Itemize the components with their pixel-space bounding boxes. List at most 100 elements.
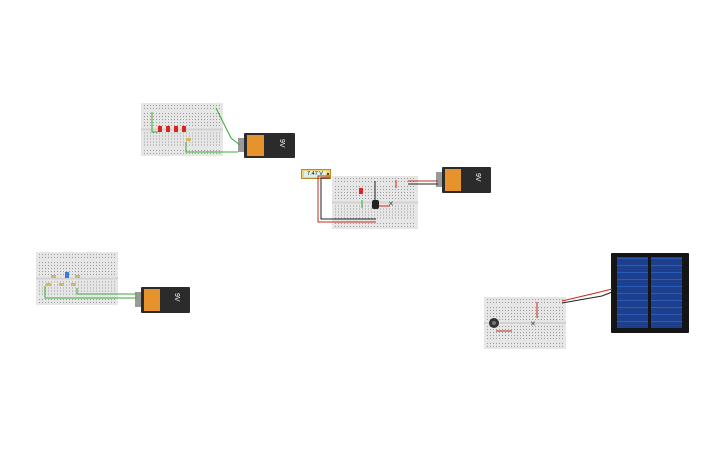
breadboard-hole <box>386 178 387 179</box>
breadboard-hole <box>93 265 94 266</box>
breadboard-hole <box>338 189 339 190</box>
breadboard-hole <box>192 141 193 143</box>
breadboard-hole <box>165 116 166 117</box>
breadboard-hole <box>54 281 55 283</box>
breadboard-hole <box>51 254 52 255</box>
breadboard-hole <box>195 144 196 146</box>
breadboard-hole <box>66 293 67 295</box>
breadboard-hole <box>389 186 390 187</box>
breadboard-hole <box>562 338 563 339</box>
breadboard-hole <box>168 113 169 114</box>
breadboard-hole <box>39 281 40 283</box>
breadboard-hole <box>344 198 345 199</box>
breadboard-hole <box>54 268 55 269</box>
breadboard-hole <box>535 329 536 330</box>
breadboard-hole <box>66 281 67 283</box>
breadboard-hole <box>341 217 342 219</box>
breadboard-hole <box>171 144 172 146</box>
breadboard-hole <box>490 329 491 330</box>
breadboard-hole <box>520 310 521 311</box>
solar-panel[interactable] <box>611 253 689 333</box>
breadboard-hole <box>144 108 145 109</box>
breadboard-hole <box>538 302 539 303</box>
breadboard-hole <box>341 192 342 193</box>
breadboard-hole <box>529 332 530 333</box>
breadboard-hole <box>189 153 190 154</box>
breadboard-hole <box>90 262 91 263</box>
breadboard-hole <box>350 211 351 213</box>
breadboard-hole <box>180 105 181 106</box>
breadboard-hole <box>511 307 512 308</box>
breadboard-hole <box>93 290 94 292</box>
breadboard-hole <box>60 271 61 272</box>
breadboard-hole <box>487 343 488 344</box>
breadboard-hole <box>111 287 112 289</box>
breadboard-hole <box>499 316 500 317</box>
breadboard-hole <box>517 310 518 311</box>
breadboard-hole <box>165 108 166 109</box>
breadboard-hole <box>389 181 390 182</box>
multimeter[interactable]: 7.47 V <box>301 169 331 179</box>
breadboard-hole <box>541 302 542 303</box>
breadboard-transistor-circuit[interactable] <box>332 176 418 229</box>
breadboard-hole <box>529 310 530 311</box>
breadboard-hole <box>72 271 73 272</box>
breadboard-hole <box>96 284 97 286</box>
breadboard-hole <box>493 326 494 327</box>
breadboard-hole <box>207 119 208 120</box>
breadboard-hole <box>204 138 205 140</box>
battery-9v-1[interactable]: 9V <box>238 133 295 158</box>
breadboard-hole <box>362 181 363 182</box>
breadboard-hole <box>156 125 157 126</box>
breadboard-hole <box>362 195 363 196</box>
breadboard-hole <box>108 254 109 255</box>
breadboard-multi-led-circuit[interactable] <box>36 252 118 305</box>
breadboard-hole <box>78 257 79 258</box>
breadboard-hole <box>51 287 52 289</box>
breadboard-hole <box>389 208 390 210</box>
breadboard-hole <box>368 205 369 207</box>
battery-9v-2[interactable]: 9V <box>436 167 491 193</box>
breadboard-hole <box>514 326 515 327</box>
breadboard-hole <box>210 119 211 120</box>
breadboard-led-circuit[interactable] <box>141 103 223 156</box>
breadboard-hole <box>210 144 211 146</box>
breadboard-hole <box>559 307 560 308</box>
breadboard-hole <box>517 332 518 333</box>
breadboard-hole <box>144 125 145 126</box>
breadboard-hole <box>153 116 154 117</box>
breadboard-hole <box>150 116 151 117</box>
breadboard-hole <box>111 290 112 292</box>
breadboard-hole <box>341 181 342 182</box>
breadboard-hole <box>487 346 488 347</box>
breadboard-hole <box>410 205 411 207</box>
breadboard-hole <box>195 132 196 134</box>
breadboard-hole <box>144 113 145 114</box>
breadboard-hole <box>523 338 524 339</box>
breadboard-solar-circuit[interactable] <box>484 297 566 349</box>
breadboard-hole <box>204 113 205 114</box>
breadboard-hole <box>359 198 360 199</box>
breadboard-hole <box>204 122 205 123</box>
breadboard-hole <box>523 302 524 303</box>
breadboard-hole <box>111 262 112 263</box>
breadboard-hole <box>413 214 414 216</box>
breadboard-hole <box>45 302 46 303</box>
breadboard-hole <box>195 116 196 117</box>
battery-9v-3[interactable]: 9V <box>135 287 190 313</box>
breadboard-hole <box>496 316 497 317</box>
breadboard-hole <box>192 108 193 109</box>
breadboard-hole <box>374 211 375 213</box>
breadboard-hole <box>174 116 175 117</box>
breadboard-hole <box>541 335 542 336</box>
breadboard-hole <box>186 150 187 151</box>
breadboard-hole <box>159 119 160 120</box>
breadboard-hole <box>75 257 76 258</box>
breadboard-hole <box>87 268 88 269</box>
breadboard-hole <box>81 257 82 258</box>
breadboard-hole <box>556 310 557 311</box>
breadboard-hole <box>496 302 497 303</box>
breadboard-hole <box>66 274 67 275</box>
breadboard-hole <box>562 299 563 300</box>
